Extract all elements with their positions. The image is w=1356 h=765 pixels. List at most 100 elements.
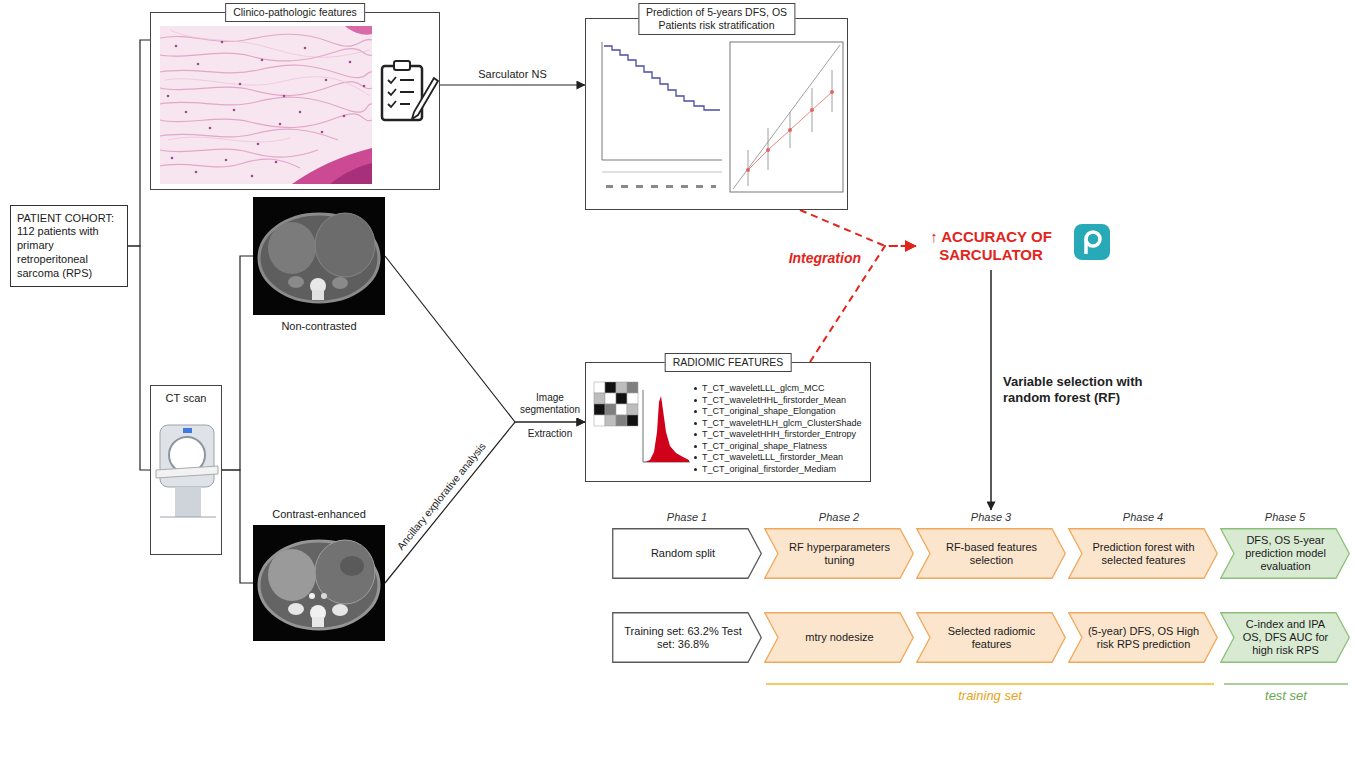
sarculator-app-icon (1084, 239, 1088, 254)
histology-image (167, 41, 366, 178)
ct-image-plain (332, 277, 348, 289)
histology-image (160, 129, 338, 140)
calibration-plot (748, 92, 832, 170)
ct-scanner-picture (160, 517, 216, 518)
phase-output: Training set: 63.2% Test set: 36.8% (612, 612, 762, 663)
glcm-matrix-picture (605, 415, 616, 426)
cohort-box: PATIENT COHORT: 112 patients with primar… (10, 205, 128, 288)
ct-image-plain (253, 197, 385, 315)
phase-step: Phase 2 RF hyperparameters tuning (764, 510, 914, 579)
phase-text: RF-based features selection (934, 541, 1049, 567)
ct-image-contrast (312, 617, 324, 627)
chevron-outline (917, 613, 1066, 663)
feature-item: T_CT_waveletHHH_firstorder_Entropy (694, 429, 862, 441)
chevron-outline (1221, 529, 1350, 579)
connector (128, 246, 150, 470)
phase-output: (5-year) DFS, OS High risk RPS predictio… (1068, 612, 1218, 663)
ct-image-plain (288, 276, 304, 288)
calibration-plot (788, 128, 792, 132)
phase-label: Phase 2 (764, 510, 914, 525)
panel-heading: CT scan (151, 392, 221, 405)
chevron: C-index and IPA OS, DFS AUC for high ris… (1220, 612, 1350, 663)
phase-text: mtry nodesize (782, 631, 897, 644)
set-bracket-line (1224, 683, 1348, 685)
histology-image (170, 30, 370, 57)
phase-step: Phase 1Random split (612, 510, 762, 579)
phase-output: mtry nodesize (764, 612, 914, 663)
histology-image (251, 175, 254, 178)
calibration-plot (730, 42, 843, 192)
chevron-outline (917, 529, 1066, 579)
glcm-matrix-picture (594, 382, 605, 393)
histology-image (275, 161, 278, 164)
survival-curve-plot (606, 185, 716, 188)
chevron: DFS, OS 5-year prediction model evaluati… (1220, 528, 1350, 579)
calibration-plot (733, 45, 840, 189)
heading-tab: Prediction of 5-years DFS, OSPatients ri… (638, 3, 795, 35)
sarculator-app-icon (1074, 224, 1110, 260)
histology-image (343, 115, 346, 118)
connector (385, 422, 585, 583)
bullet-dot (694, 433, 697, 436)
histology-image (233, 109, 236, 112)
edge-label: Sarculator NS (478, 68, 546, 81)
ct-scanner-picture (175, 487, 201, 517)
phase-label: Phase 4 (1068, 510, 1218, 525)
ct-scanner-picture (156, 466, 218, 478)
panel: RADIOMIC FEATUREST_CT_waveletLLL_glcm_MC… (585, 362, 871, 482)
chevron: RF hyperparameters tuning (764, 528, 914, 579)
glcm-matrix-picture (627, 404, 638, 415)
chevron-outline (613, 529, 762, 579)
ct-image-contrast (288, 603, 304, 615)
histology-image (292, 148, 372, 184)
connector (222, 256, 253, 470)
feature-item: T_CT_original_shape_Elongation (694, 406, 862, 418)
glcm-matrix-picture (594, 404, 605, 415)
histology-image (239, 83, 242, 86)
histology-image (325, 79, 328, 82)
image-area (253, 525, 385, 641)
ct-scanner-picture (183, 428, 192, 433)
histology-image (167, 95, 170, 98)
glcm-matrix-picture (627, 415, 638, 426)
heading-tab: RADIOMIC FEATURES (665, 353, 792, 372)
ct-image-plain (315, 213, 375, 277)
ct-image-contrast (253, 525, 385, 641)
histology-image (160, 65, 372, 78)
panel: Prediction of 5-years DFS, OSPatients ri… (585, 18, 848, 210)
glcm-matrix-picture (605, 382, 616, 393)
glcm-matrix-picture (616, 393, 627, 404)
histology-image (160, 34, 372, 46)
histology-image (160, 26, 372, 184)
calibration-plot (810, 108, 814, 112)
panel-heading: Patients risk stratification (646, 19, 787, 32)
ct-image-plain (259, 214, 379, 302)
ct-image-contrast (340, 556, 364, 576)
phase-label: Phase 3 (916, 510, 1066, 525)
clipboard-icon (394, 61, 410, 70)
glcm-matrix-picture (605, 393, 616, 404)
feature-item: T_CT_waveletLLL_glcm_MCC (694, 383, 862, 395)
histology-image (171, 157, 174, 160)
histology-image (299, 111, 302, 114)
connector (128, 40, 150, 246)
bullet-dot (694, 456, 697, 459)
edge-label: Variable selection with random forest (R… (1003, 374, 1153, 406)
ct-image: Contrast-enhanced (253, 507, 385, 641)
phase-text: DFS, OS 5-year prediction model evaluati… (1238, 534, 1333, 573)
chevron: Training set: 63.2% Test set: 36.8% (612, 612, 762, 663)
panel: Clinico-pathologic features (150, 12, 440, 190)
ct-image-contrast (332, 604, 348, 616)
histology-image (330, 163, 372, 184)
feature-item: T_CT_waveletHHL_firstorder_Mean (694, 395, 862, 407)
set-bracket-line (766, 683, 1214, 685)
connector (385, 256, 585, 422)
glcm-matrix-picture (616, 404, 627, 415)
image-caption: Contrast-enhanced (253, 507, 385, 521)
ct-image-contrast (309, 593, 315, 599)
phase-label: Phase 5 (1220, 510, 1350, 525)
ct-image-contrast (259, 541, 379, 629)
clipboard-icon (412, 78, 438, 119)
chevron: mtry nodesize (764, 612, 914, 663)
histology-image (175, 45, 178, 48)
